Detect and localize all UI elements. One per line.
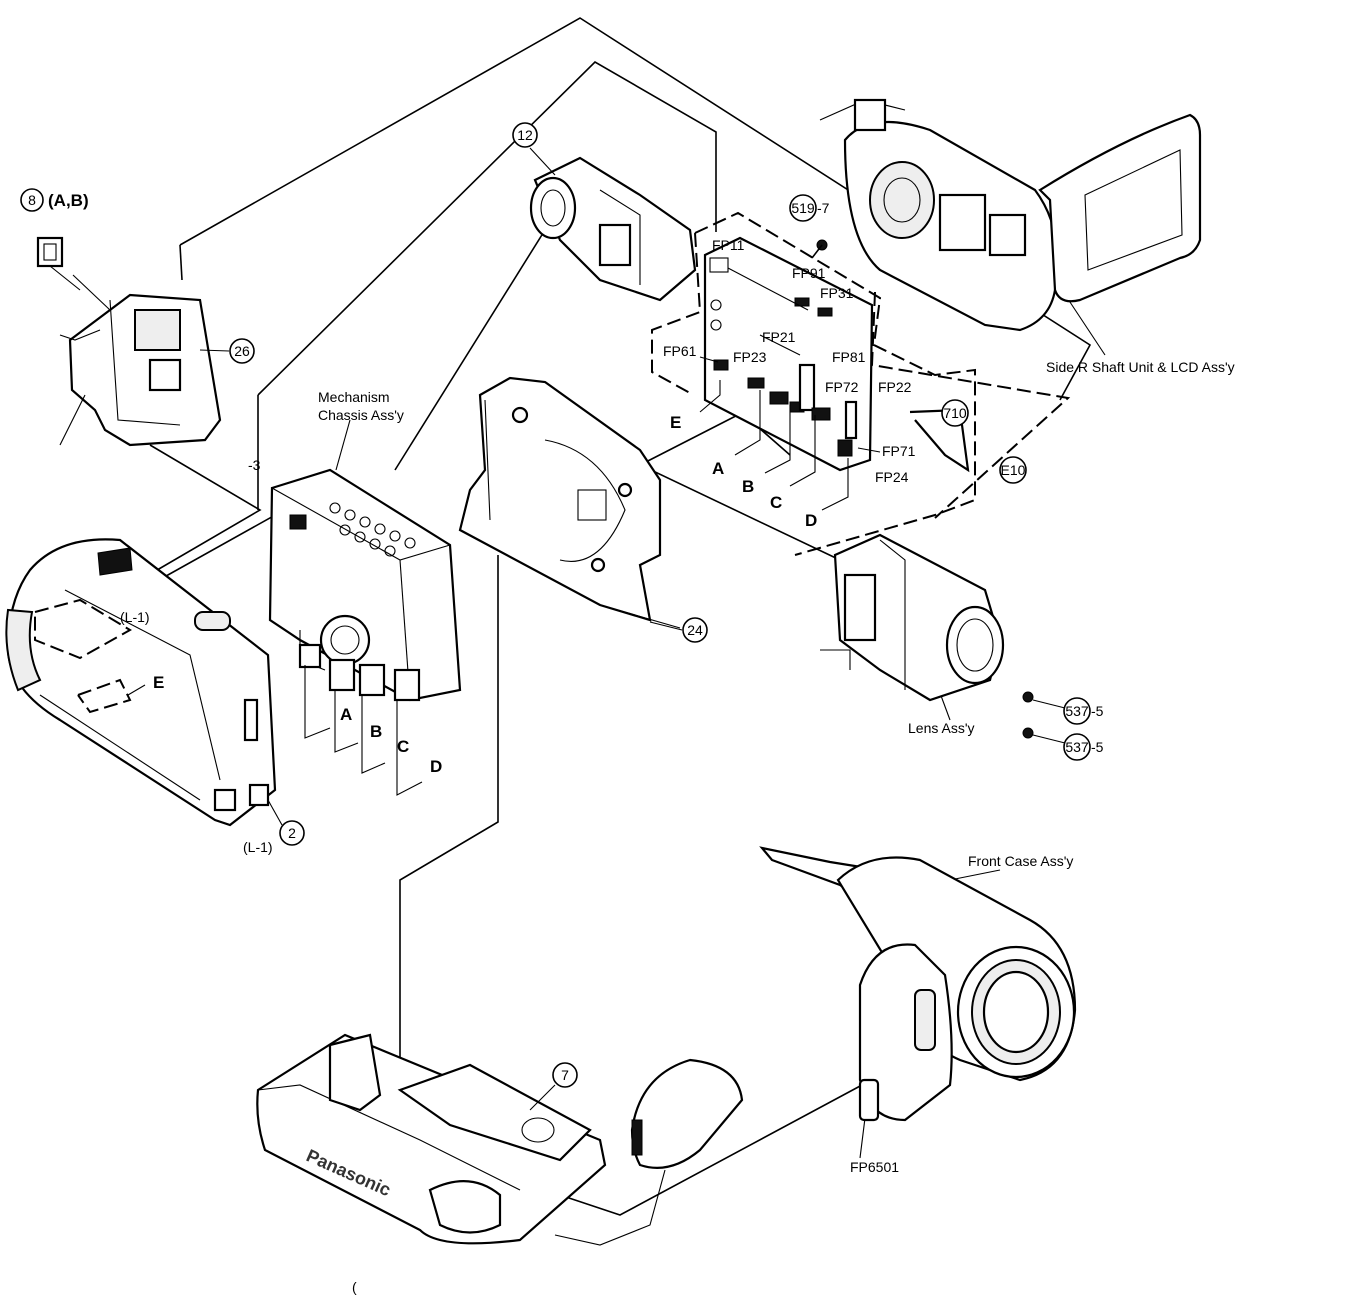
callout-710-text: 710 <box>943 405 967 421</box>
fp23-connector <box>747 377 765 389</box>
label-fp23: FP23 <box>733 349 767 365</box>
screw-519 <box>811 239 828 259</box>
label-fp61: FP61 <box>663 343 697 359</box>
marker-mech-b: B <box>370 722 382 741</box>
callout-537-lower: 537 -5 <box>1063 733 1104 761</box>
label-fp6501: FP6501 <box>850 1159 899 1175</box>
callout-537-upper-text: 537 <box>1065 703 1089 719</box>
fp21-connector <box>769 391 789 405</box>
callout-8-text: 8 <box>28 192 36 208</box>
marker-board-b: B <box>742 477 754 496</box>
bottom-case-7: Panasonic <box>256 1033 607 1245</box>
label-fp21: FP21 <box>762 329 796 345</box>
label-fp22: FP22 <box>878 379 912 395</box>
marker-board-a: A <box>712 459 724 478</box>
callout-12-text: 12 <box>517 127 533 143</box>
lens-unit-12 <box>529 156 697 302</box>
fp22-connector <box>844 400 858 440</box>
label-l1-top: (L-1) <box>120 609 150 625</box>
fp11-connector <box>709 257 729 273</box>
small-part-8 <box>36 236 81 291</box>
callout-26: 26 <box>199 338 255 364</box>
label-l1-bottom: (L-1) <box>243 839 273 855</box>
marker-mech-c: C <box>397 737 409 756</box>
callout-24: 24 <box>649 617 708 643</box>
callout-519: 519 -7 <box>789 194 830 222</box>
label-minus3: -3 <box>248 457 261 473</box>
marker-board-c: C <box>770 493 782 512</box>
callout-2-text: 2 <box>288 825 296 841</box>
mechanism-chassis <box>268 468 462 702</box>
callout-2: 2 <box>267 799 305 846</box>
connector-labels: FP11 FP91 FP31 FP21 FP61 FP23 FP81 FP72 … <box>663 237 916 485</box>
main-board-outline <box>651 211 1071 556</box>
fp81-connector <box>798 363 816 412</box>
lens-cap <box>554 1058 744 1246</box>
label-fp91: FP91 <box>792 265 826 281</box>
callout-537-lower-text: 537 <box>1065 739 1089 755</box>
callout-7-text: 7 <box>561 1067 569 1083</box>
callout-7: 7 <box>529 1062 578 1111</box>
board-markers: E A B C D <box>670 380 849 530</box>
callout-12: 12 <box>512 122 556 176</box>
marker-board-e: E <box>670 413 681 432</box>
label-fp71: FP71 <box>882 443 916 459</box>
lens-assembly <box>820 533 1066 744</box>
callout-537-upper-suffix: -5 <box>1091 703 1104 719</box>
fp91-connector <box>794 297 810 307</box>
camera-body-left <box>5 538 277 827</box>
metal-frame-24 <box>458 376 681 629</box>
callout-8: 8 (A,B) <box>20 188 89 212</box>
callout-24-text: 24 <box>687 622 703 638</box>
callout-519-suffix: -7 <box>817 200 830 216</box>
label-front-case: Front Case Ass'y <box>968 853 1073 869</box>
callout-519-text: 519 <box>791 200 815 216</box>
front-case-assembly <box>759 846 1077 1122</box>
label-paren: ( <box>352 1279 357 1295</box>
label-fp11: FP11 <box>712 237 745 253</box>
marker-mech-d: D <box>430 757 442 776</box>
callout-e10-text: E10 <box>1001 462 1026 478</box>
label-fp31: FP31 <box>820 285 854 301</box>
callout-26-text: 26 <box>234 343 250 359</box>
label-fp81: FP81 <box>832 349 866 365</box>
fp31-connector <box>817 307 833 317</box>
fp24-connector <box>837 439 853 457</box>
callout-8-suffix: (A,B) <box>48 191 89 210</box>
label-mechanism-line2: Chassis Ass'y <box>318 407 404 423</box>
marker-board-d: D <box>805 511 817 530</box>
callout-537-lower-suffix: -5 <box>1091 739 1104 755</box>
callout-710: 710 <box>941 399 969 427</box>
label-fp72: FP72 <box>825 379 859 395</box>
marker-mech-a: A <box>340 705 352 724</box>
callout-e10: E10 <box>999 456 1027 484</box>
label-side-r-lcd: Side R Shaft Unit & LCD Ass'y <box>1046 359 1235 375</box>
label-fp24: FP24 <box>875 469 909 485</box>
chassis-buttons <box>329 502 416 557</box>
mechanism-markers: A B C D <box>304 665 442 796</box>
label-mechanism-line1: Mechanism <box>318 389 390 405</box>
marker-case-e: E <box>153 673 164 692</box>
left-bracket-26 <box>59 274 222 447</box>
callout-537-upper: 537 -5 <box>1063 697 1104 725</box>
fp61-connector <box>713 359 729 371</box>
label-lens-assy: Lens Ass'y <box>908 720 975 736</box>
assembly-labels: Mechanism Chassis Ass'y Side R Shaft Uni… <box>120 359 1235 1295</box>
fp72-connector <box>811 407 831 421</box>
main-circuit-board <box>703 236 874 472</box>
side-r-lcd-assembly <box>819 98 1202 332</box>
